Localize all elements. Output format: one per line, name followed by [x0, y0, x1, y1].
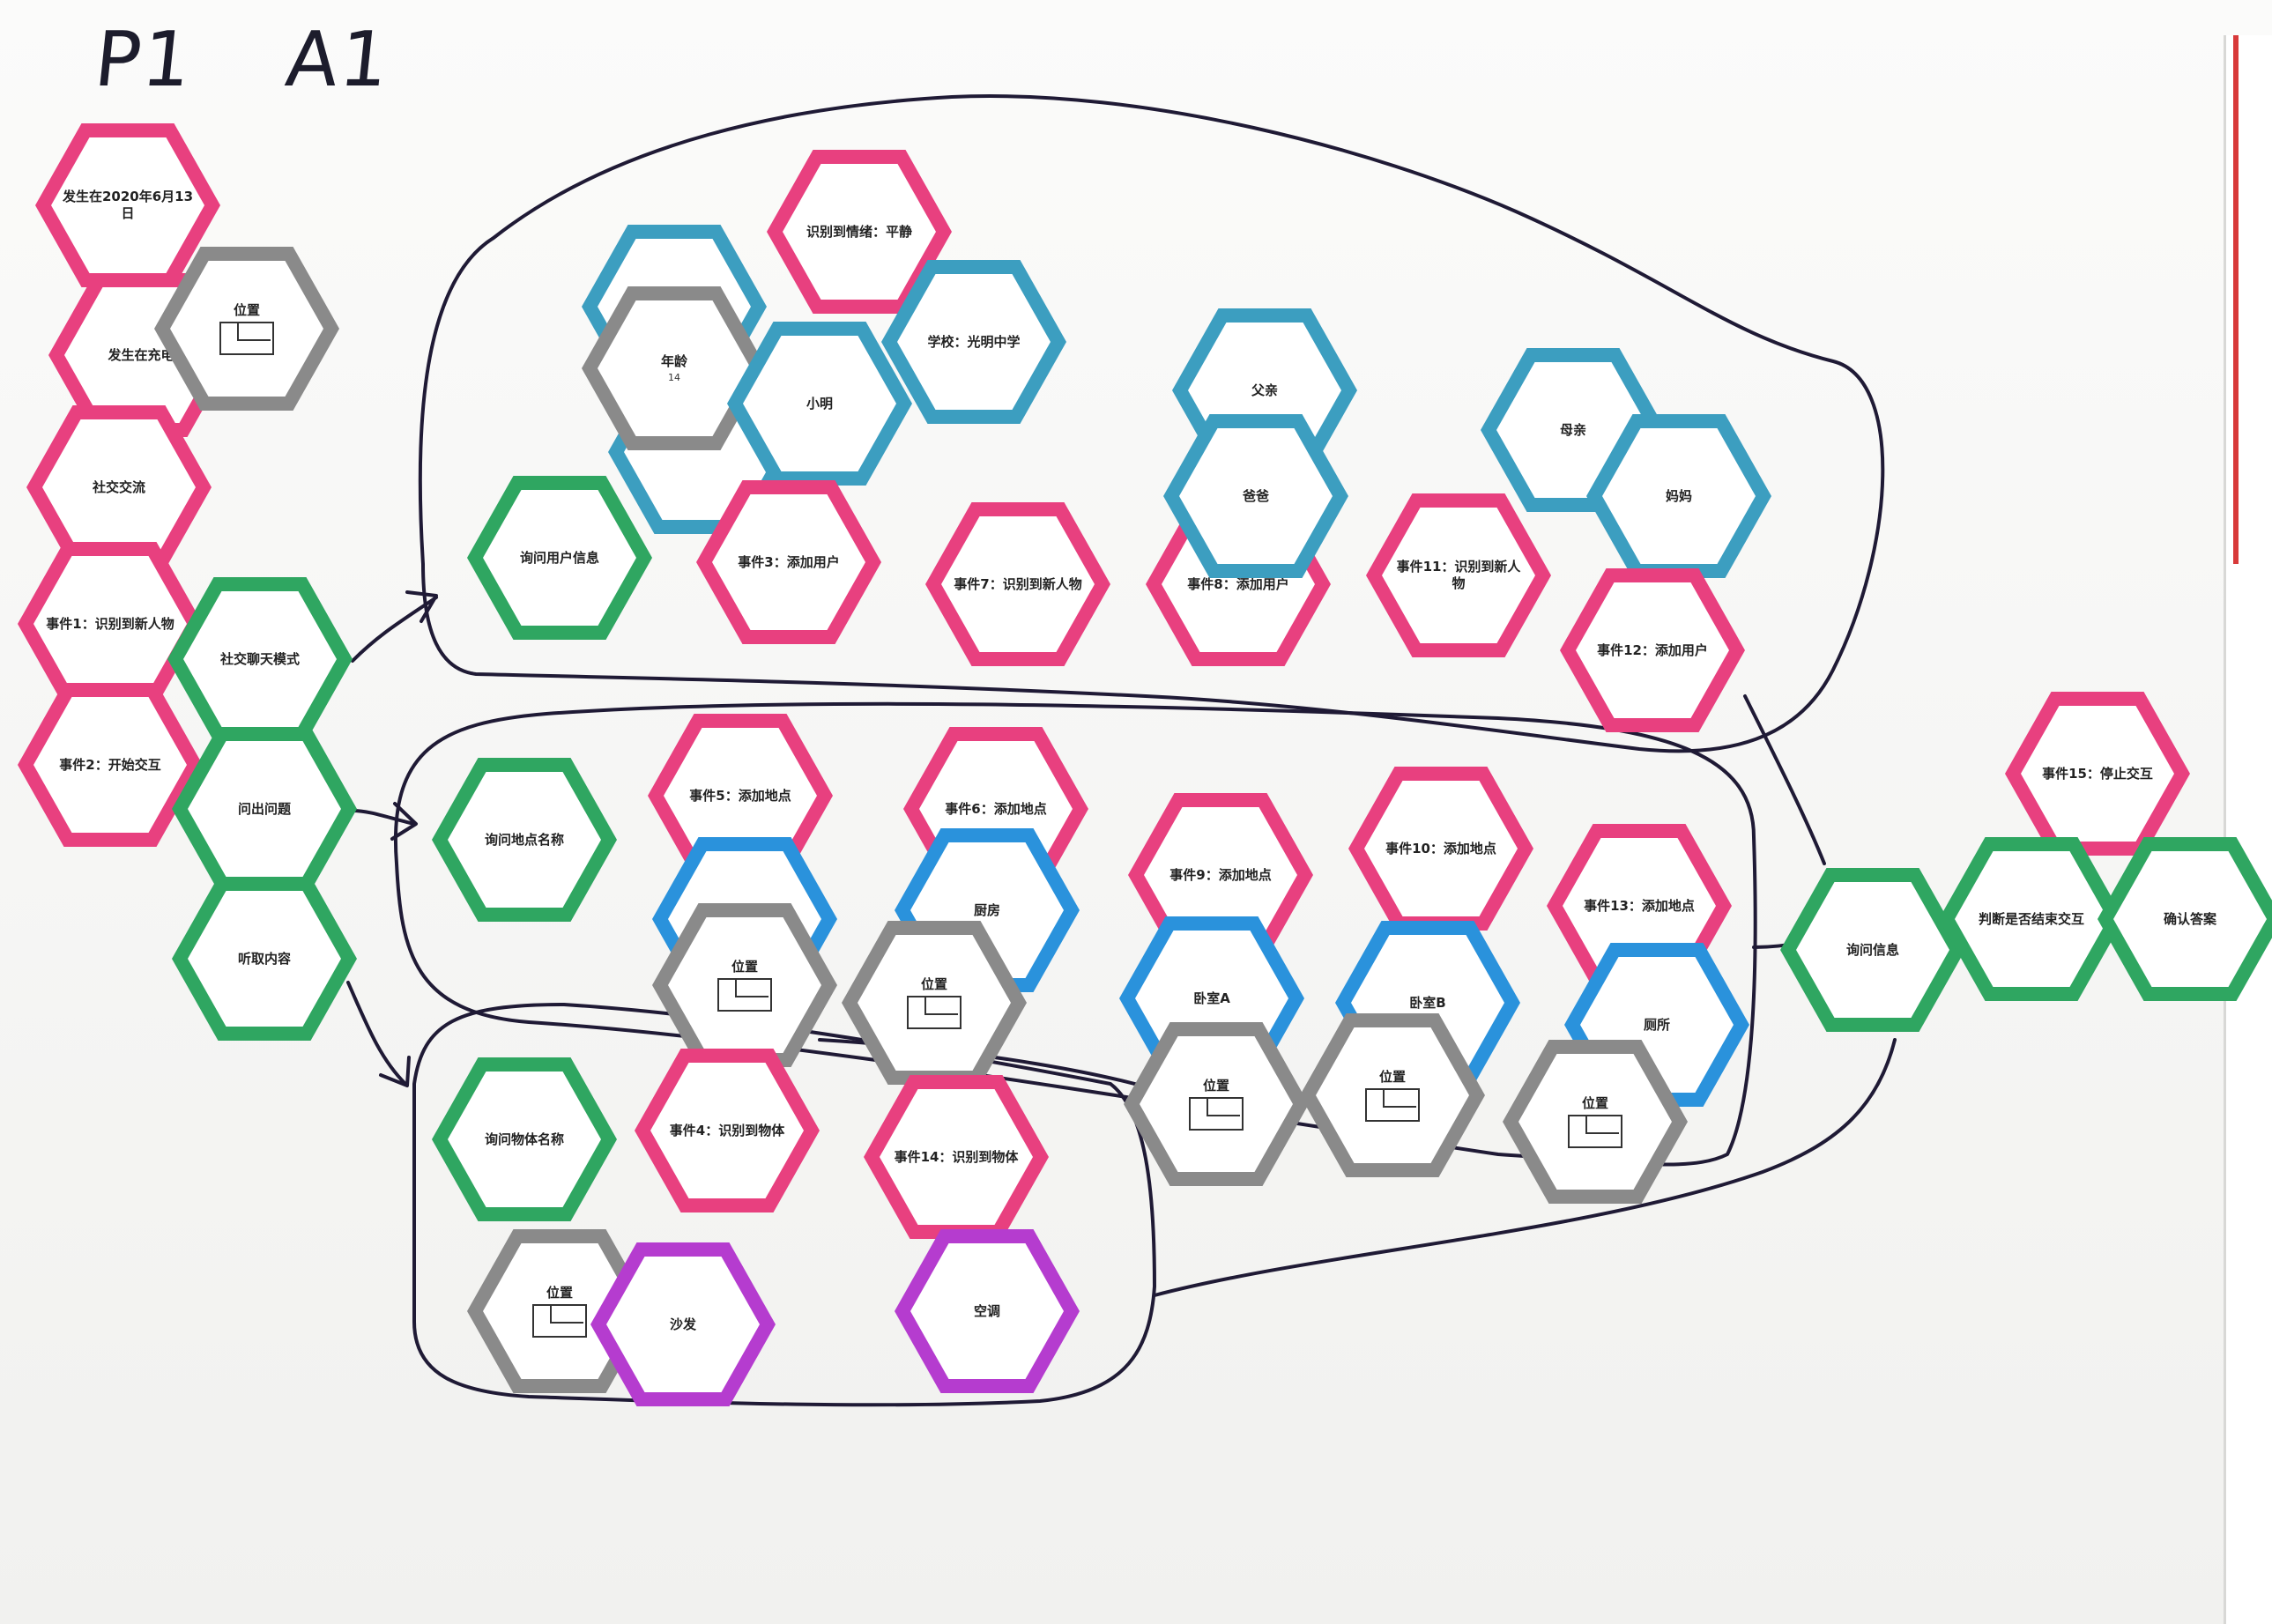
- floorplan-icon: [1568, 1115, 1622, 1149]
- card-event-14[interactable]: 事件14：识别到物体: [864, 1075, 1049, 1239]
- card-label: 确认答案: [2163, 910, 2216, 927]
- card-label: 事件8：添加用户: [1187, 575, 1289, 592]
- card-label: 事件12：添加用户: [1597, 641, 1708, 658]
- card-event-12[interactable]: 事件12：添加用户: [1560, 568, 1745, 732]
- card-air-conditioner[interactable]: 空调: [895, 1229, 1080, 1393]
- floorplan-icon: [219, 322, 274, 356]
- card-label: 妈妈: [1665, 487, 1692, 504]
- card-label: 发生在2020年6月13日: [62, 189, 194, 221]
- card-location-2[interactable]: 位置: [652, 903, 837, 1067]
- card-label: 事件1：识别到新人物: [46, 615, 174, 632]
- card-label: 位置: [546, 1284, 573, 1301]
- card-label: 父亲: [1251, 382, 1278, 398]
- card-label: 事件11：识别到新人物: [1396, 559, 1521, 591]
- title-p1: P1: [90, 16, 197, 104]
- card-label: 事件15：停止交互: [2042, 765, 2153, 782]
- card-label: 卧室B: [1409, 994, 1446, 1011]
- card-label: 位置: [920, 975, 947, 992]
- card-label: 事件14：识别到物体: [894, 1148, 1019, 1165]
- card-label: 询问信息: [1845, 941, 1899, 958]
- card-label: 询问用户信息: [519, 549, 599, 566]
- card-label: 事件13：添加地点: [1584, 897, 1695, 914]
- card-location-6[interactable]: 位置: [1503, 1040, 1688, 1204]
- card-event-date[interactable]: 发生在2020年6月13日: [35, 123, 220, 287]
- card-label: 询问地点名称: [484, 831, 564, 848]
- card-label: 位置: [233, 301, 260, 318]
- card-event-1[interactable]: 事件1：识别到新人物: [18, 542, 203, 706]
- card-sofa[interactable]: 沙发: [590, 1242, 776, 1406]
- card-ask-info[interactable]: 询问信息: [1780, 868, 1965, 1032]
- card-label: 年龄: [660, 353, 687, 370]
- card-event-11[interactable]: 事件11：识别到新人物: [1366, 493, 1551, 657]
- card-label: 学校：光明中学: [927, 333, 1021, 350]
- card-label: 位置: [1202, 1077, 1229, 1094]
- card-event-3[interactable]: 事件3：添加用户: [696, 480, 881, 644]
- card-label: 事件9：添加地点: [1169, 866, 1272, 883]
- card-judge-end[interactable]: 判断是否结束交互: [1939, 837, 2124, 1001]
- card-label: 识别到情绪：平静: [806, 223, 912, 240]
- card-label: 听取内容: [237, 950, 291, 967]
- floorplan-icon: [1189, 1097, 1244, 1131]
- card-name-xiaoming[interactable]: 小明: [727, 322, 912, 486]
- card-school[interactable]: 学校：光明中学: [881, 260, 1066, 424]
- card-sub: 14: [668, 371, 680, 383]
- floorplan-icon: [907, 996, 962, 1030]
- card-label: 事件2：开始交互: [59, 756, 161, 773]
- card-label: 卧室A: [1193, 990, 1230, 1006]
- floorplan-icon: [532, 1304, 587, 1339]
- card-label: 爸爸: [1242, 487, 1269, 504]
- card-label: 小明: [806, 395, 833, 412]
- title-a1: A1: [281, 16, 395, 104]
- card-location-5[interactable]: 位置: [1300, 1013, 1485, 1177]
- card-ask-place-name[interactable]: 询问地点名称: [432, 758, 617, 922]
- card-mom[interactable]: 妈妈: [1586, 414, 1771, 578]
- card-ask-question[interactable]: 问出问题: [172, 727, 357, 891]
- card-label: 空调: [973, 1302, 1000, 1319]
- card-label: 社交聊天模式: [219, 650, 300, 667]
- card-event-15[interactable]: 事件15：停止交互: [2005, 692, 2190, 856]
- card-event-10[interactable]: 事件10：添加地点: [1348, 767, 1533, 931]
- card-location-4[interactable]: 位置: [1124, 1022, 1309, 1186]
- card-location-1[interactable]: 位置: [154, 247, 339, 411]
- card-social-chat-mode[interactable]: 社交聊天模式: [167, 577, 353, 741]
- card-label: 询问物体名称: [484, 1131, 564, 1147]
- floorplan-icon: [1365, 1088, 1420, 1123]
- card-label: 发生在充电: [108, 346, 174, 363]
- floorplan-icon: [717, 978, 772, 1012]
- card-label: 沙发: [669, 1316, 696, 1332]
- card-label: 事件5：添加地点: [689, 787, 791, 804]
- card-ask-object-name[interactable]: 询问物体名称: [432, 1057, 617, 1221]
- card-label: 位置: [731, 958, 758, 975]
- card-label: 事件7：识别到新人物: [954, 575, 1082, 592]
- board-edge-strip: [2224, 35, 2272, 1624]
- card-label: 事件10：添加地点: [1385, 840, 1496, 856]
- card-label: 社交交流: [92, 478, 145, 495]
- card-label: 判断是否结束交互: [1978, 910, 2084, 927]
- card-label: 事件4：识别到物体: [669, 1122, 785, 1138]
- card-label: 母亲: [1559, 421, 1586, 438]
- card-label: 事件3：添加用户: [738, 553, 840, 570]
- card-event-7[interactable]: 事件7：识别到新人物: [925, 502, 1110, 666]
- card-emotion-calm[interactable]: 识别到情绪：平静: [767, 150, 952, 314]
- card-label: 位置: [1378, 1068, 1406, 1085]
- card-label: 事件6：添加地点: [945, 800, 1047, 817]
- card-label: 厨房: [973, 901, 1000, 918]
- card-label: 厕所: [1643, 1016, 1670, 1033]
- card-dad[interactable]: 爸爸: [1163, 414, 1348, 578]
- card-ask-user-info[interactable]: 询问用户信息: [467, 476, 652, 640]
- card-label: 问出问题: [237, 800, 291, 817]
- card-listen-content[interactable]: 听取内容: [172, 877, 357, 1041]
- card-location-3[interactable]: 位置: [842, 921, 1027, 1085]
- card-event-4[interactable]: 事件4：识别到物体: [635, 1049, 820, 1212]
- card-label: 位置: [1581, 1094, 1608, 1111]
- card-event-2[interactable]: 事件2：开始交互: [18, 683, 203, 847]
